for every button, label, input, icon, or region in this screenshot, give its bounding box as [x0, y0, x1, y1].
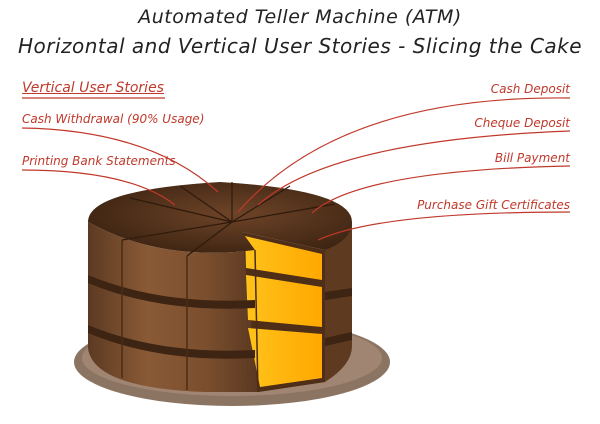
label-cash-deposit: Cash Deposit: [490, 82, 570, 96]
leader-lines: [21, 97, 571, 241]
slice-line: [254, 249, 259, 393]
top-slice-lines: [121, 182, 336, 257]
label-gift-certificates: Purchase Gift Certificates: [417, 198, 570, 212]
label-cheque-deposit: Cheque Deposit: [474, 116, 570, 130]
leader-printing-statements: [21, 169, 176, 206]
sponge-layer-top: [245, 236, 322, 280]
leader-gift-certificates: [317, 211, 571, 241]
leader-cash-withdrawal: [21, 127, 219, 193]
sponge-layer-bottom: [248, 328, 322, 387]
label-cash-withdrawal: Cash Withdrawal (90% Usage): [22, 112, 205, 126]
vertical-user-stories-heading: Vertical User Stories: [22, 80, 164, 96]
filling-band-right-lower: [325, 332, 352, 346]
cake-side-left: [88, 222, 258, 392]
sponge-layer-middle: [246, 275, 322, 327]
filling-band-right-upper: [325, 288, 352, 300]
leader-cash-deposit: [237, 97, 571, 213]
label-bill-payment: Bill Payment: [494, 151, 570, 165]
title-line-2: Horizontal and Vertical User Stories - S…: [17, 34, 583, 58]
leader-cheque-deposit: [257, 130, 571, 206]
leader-bill-payment: [311, 165, 571, 214]
label-printing-statements: Printing Bank Statements: [22, 154, 176, 168]
title-line-1: Automated Teller Machine (ATM): [138, 6, 462, 28]
